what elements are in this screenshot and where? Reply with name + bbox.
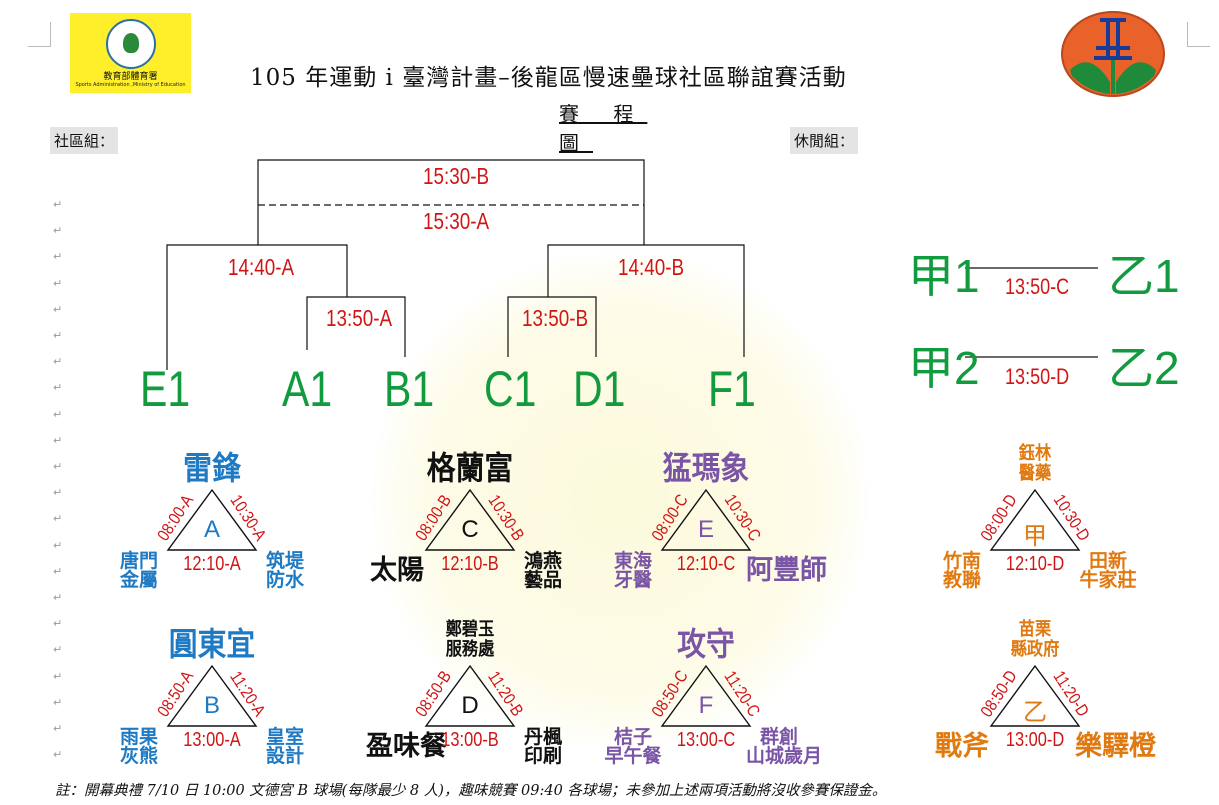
group-triangle xyxy=(166,664,258,727)
group-triangle xyxy=(989,664,1081,727)
group-team-left: 雨果 灰熊 xyxy=(119,727,158,767)
seed-b1: B1 xyxy=(384,361,435,417)
group-id: E xyxy=(697,516,714,543)
group-time-bottom: 13:00-A xyxy=(183,729,241,751)
page-corner-mark xyxy=(1187,22,1210,47)
group-id: B xyxy=(203,692,220,719)
group-triangle xyxy=(989,488,1081,551)
seed-c1: C1 xyxy=(484,361,537,417)
group-team-left: 竹南 教聯 xyxy=(942,551,981,591)
group-team-left: 盈味餐 xyxy=(366,731,447,761)
background-watermark xyxy=(370,250,870,750)
leisure-team-jia2: 甲2 xyxy=(908,342,980,394)
group-team-left: 唐門 金屬 xyxy=(119,551,158,591)
group-triangle xyxy=(424,664,516,727)
leisure-team-yi1: 乙1 xyxy=(1108,250,1180,302)
group-triangle xyxy=(166,488,258,551)
group-team-top: 攻守 xyxy=(677,626,735,662)
group-triangle xyxy=(660,488,752,551)
page-corner-mark xyxy=(28,22,51,47)
leisure-team-yi2: 乙2 xyxy=(1108,342,1180,394)
qf-right-time: 13:50-B xyxy=(522,305,589,331)
group-id: C xyxy=(461,516,479,543)
section-leisure: 休閒組： xyxy=(790,127,859,154)
semi-right-time: 14:40-B xyxy=(618,254,685,280)
group-team-right: 田新 牛家莊 xyxy=(1079,551,1137,591)
page-subtitle: 賽 程 圖 xyxy=(559,102,648,155)
logo-left-cn: 教育部體育署 xyxy=(103,72,158,82)
group-time-bottom: 12:10-C xyxy=(676,553,736,575)
group-team-left: 戰斧 xyxy=(935,731,989,761)
ministry-seal-icon xyxy=(106,19,156,69)
group-team-right: 樂驛橙 xyxy=(1075,731,1156,761)
group-team-left: 桔子 早午餐 xyxy=(604,727,662,767)
group-team-left: 東海 牙醫 xyxy=(613,551,652,591)
group-id: 乙 xyxy=(1023,699,1047,726)
seed-d1: D1 xyxy=(573,361,626,417)
group-team-right: 群創 山城歲月 xyxy=(746,727,823,767)
group-triangle xyxy=(660,664,752,727)
footer-note: 註：開幕典禮 7/10 日 10:00 文德宮 B 球場(每隊最少 8 人)，趣… xyxy=(55,783,887,799)
township-emblem-icon xyxy=(1060,10,1166,98)
group-time-bottom: 13:00-B xyxy=(441,729,499,751)
group-team-top: 鈺林 醫藥 xyxy=(1018,443,1052,483)
group-time-bottom: 12:10-A xyxy=(183,553,241,575)
section-community: 社區組： xyxy=(50,127,119,154)
group-team-top: 鄭碧玉 服務處 xyxy=(445,619,495,659)
group-id: F xyxy=(698,692,714,719)
group-triangle xyxy=(424,488,516,551)
leisure-time-1: 13:50-C xyxy=(1005,274,1070,299)
group-id: D xyxy=(461,692,479,719)
leisure-time-2: 13:50-D xyxy=(1005,364,1070,389)
group-time-bottom: 13:00-D xyxy=(1005,729,1065,751)
paragraph-marks: ↵↵↵↵ ↵↵↵↵ ↵↵↵↵ ↵↵↵↵ ↵↵↵↵ ↵↵ xyxy=(53,198,63,762)
group-team-right: 丹楓 印刷 xyxy=(523,727,562,767)
group-team-left: 太陽 xyxy=(370,555,424,585)
group-team-right: 皇室 設計 xyxy=(265,727,304,767)
group-id: 甲 xyxy=(1023,523,1047,550)
group-team-top: 猛瑪象 xyxy=(662,450,750,486)
sports-administration-logo: 教育部體育署 Sports Administration ,Ministry o… xyxy=(70,13,191,93)
page-title: 105 年運動 i 臺灣計畫–後龍區慢速壘球社區聯誼賽活動 xyxy=(250,65,847,91)
group-team-top: 雷鋒 xyxy=(183,450,241,486)
final-a-time: 15:30-A xyxy=(423,208,490,234)
group-time-bottom: 13:00-C xyxy=(676,729,736,751)
seed-f1: F1 xyxy=(708,361,756,417)
seed-a1: A1 xyxy=(282,361,333,417)
group-team-right: 阿豐師 xyxy=(746,555,827,585)
seed-e1: E1 xyxy=(140,361,191,417)
qf-left-time: 13:50-A xyxy=(326,305,393,331)
group-team-top: 圓東宜 xyxy=(168,626,256,662)
final-b-time: 15:30-B xyxy=(423,163,490,189)
semi-left-time: 14:40-A xyxy=(228,254,295,280)
group-time-bottom: 12:10-D xyxy=(1005,553,1065,575)
logo-left-en: Sports Administration ,Ministry of Educa… xyxy=(75,82,186,88)
group-time-bottom: 12:10-B xyxy=(441,553,499,575)
group-team-top: 格蘭富 xyxy=(426,450,514,486)
group-team-right: 鴻燕 藝品 xyxy=(523,551,562,591)
group-team-right: 筑堤 防水 xyxy=(265,551,304,591)
leisure-team-jia1: 甲1 xyxy=(908,250,980,302)
group-team-top: 苗栗 縣政府 xyxy=(1010,619,1060,659)
group-id: A xyxy=(203,516,220,543)
